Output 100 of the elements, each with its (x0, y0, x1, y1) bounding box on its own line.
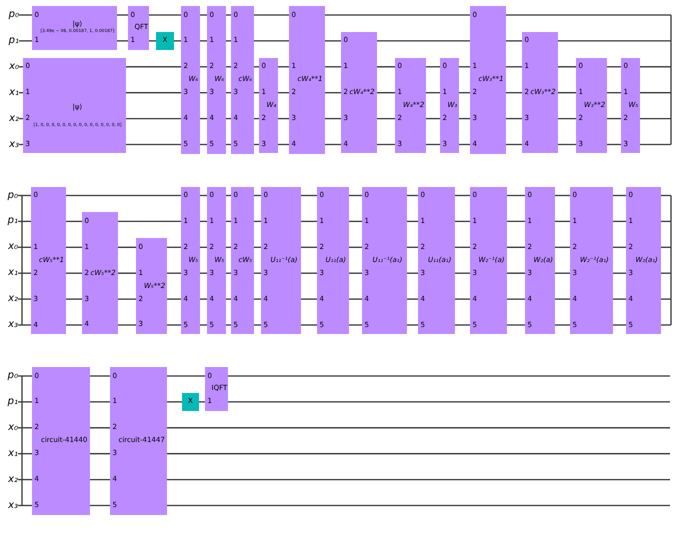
qubit-name: p₀ (8, 10, 19, 20)
qubit-name: x₁ (8, 268, 18, 278)
qubit-wire (455, 194, 470, 196)
qubit-name: p₀ (8, 190, 18, 200)
qubit-wire (254, 272, 261, 274)
gate-block (525, 186, 555, 334)
qubit-wire (200, 298, 207, 300)
gate-block (626, 186, 661, 334)
qubit-wire (506, 92, 522, 94)
qubit-wire (613, 220, 626, 222)
qubit-wire (377, 92, 395, 94)
qubit-wire (118, 298, 136, 300)
qubit-wire (90, 427, 110, 428)
qubit-wire (506, 40, 522, 42)
qubit-wire (506, 144, 522, 146)
qubit-wire (167, 324, 181, 326)
gate-block (570, 186, 613, 334)
qubit-wire (455, 298, 470, 300)
gate-block (32, 6, 117, 50)
gate-block (82, 212, 118, 334)
qubit-wire (118, 220, 181, 222)
qubit-wire (254, 40, 289, 42)
qubit-wire (555, 324, 570, 326)
gate-block (317, 186, 349, 334)
qubit-wire (118, 246, 136, 248)
qubit-name: x₃ (8, 320, 18, 330)
qubit-name: x₀ (8, 422, 18, 433)
qubit-wire (507, 298, 525, 300)
qubit-wire (226, 298, 231, 300)
qubit-wire (254, 14, 289, 16)
qubit-wire (254, 92, 259, 94)
qubit-wire (407, 272, 418, 274)
qubit-wire (325, 14, 470, 16)
qubit-wire (90, 478, 110, 480)
qubit-wire (349, 220, 362, 222)
qubit-wire (149, 14, 181, 16)
qubit-wire (555, 194, 570, 196)
gate-block (231, 6, 254, 154)
qubit-wire (19, 40, 32, 42)
gate-block (341, 32, 377, 154)
qubit-wire (167, 427, 670, 428)
qubit-wire (455, 246, 470, 248)
qubit-wire (613, 194, 626, 196)
qubit-wire (613, 298, 626, 300)
qubit-wire (325, 66, 341, 68)
qubit-wire (66, 194, 181, 196)
qubit-name: x₀ (8, 242, 18, 252)
qubit-wire (661, 298, 671, 300)
qubit-wire (325, 144, 341, 146)
gate-block (621, 58, 640, 154)
qubit-wire (278, 118, 289, 120)
qubit-wire (301, 220, 317, 222)
qubit-wire (325, 92, 341, 94)
qubit-wire (226, 66, 231, 68)
qubit-wire (407, 324, 418, 326)
qubit-wire (167, 375, 205, 377)
qubit-wire (507, 194, 525, 196)
qubit-wire (167, 504, 670, 506)
qubit-wire (349, 194, 362, 196)
qubit-wire (325, 40, 341, 42)
qubit-wire (377, 66, 395, 68)
qubit-wire (200, 66, 207, 68)
qubit-wire (19, 14, 32, 16)
gate-block (128, 6, 149, 50)
qubit-wire (167, 401, 182, 403)
qubit-wire (301, 246, 317, 248)
gate-block (182, 392, 199, 411)
qubit-wire (558, 118, 576, 120)
qubit-wire (426, 144, 440, 146)
qubit-wire (66, 272, 82, 274)
qubit-name: x₁ (8, 448, 18, 459)
qubit-wire (117, 14, 128, 16)
gate-block (395, 58, 426, 154)
qubit-wire (18, 246, 31, 248)
gate-block (470, 186, 507, 334)
qubit-wire (19, 66, 23, 68)
qubit-wire (506, 14, 671, 16)
qubit-wire (228, 375, 670, 377)
qubit-wire (661, 246, 671, 248)
qubit-wire (254, 66, 259, 68)
qubit-wire (426, 66, 440, 68)
qubit-wire (126, 118, 181, 120)
qubit-wire (167, 478, 670, 480)
qubit-wire (90, 375, 110, 377)
gate-block (23, 58, 126, 154)
gate-block (110, 367, 167, 514)
qubit-name: x₀ (9, 62, 19, 72)
qubit-wire (126, 66, 181, 68)
qubit-wire (407, 194, 418, 196)
qubit-wire (640, 118, 671, 120)
qubit-wire (301, 298, 317, 300)
gate-block (207, 186, 226, 334)
qubit-wire (640, 92, 671, 94)
qubit-wire (506, 66, 522, 68)
qubit-name: x₂ (8, 294, 18, 304)
qubit-wire (200, 272, 207, 274)
qubit-wire (167, 246, 181, 248)
qubit-wire (377, 118, 395, 120)
qubit-wire (349, 324, 362, 326)
qubit-wire (278, 144, 289, 146)
